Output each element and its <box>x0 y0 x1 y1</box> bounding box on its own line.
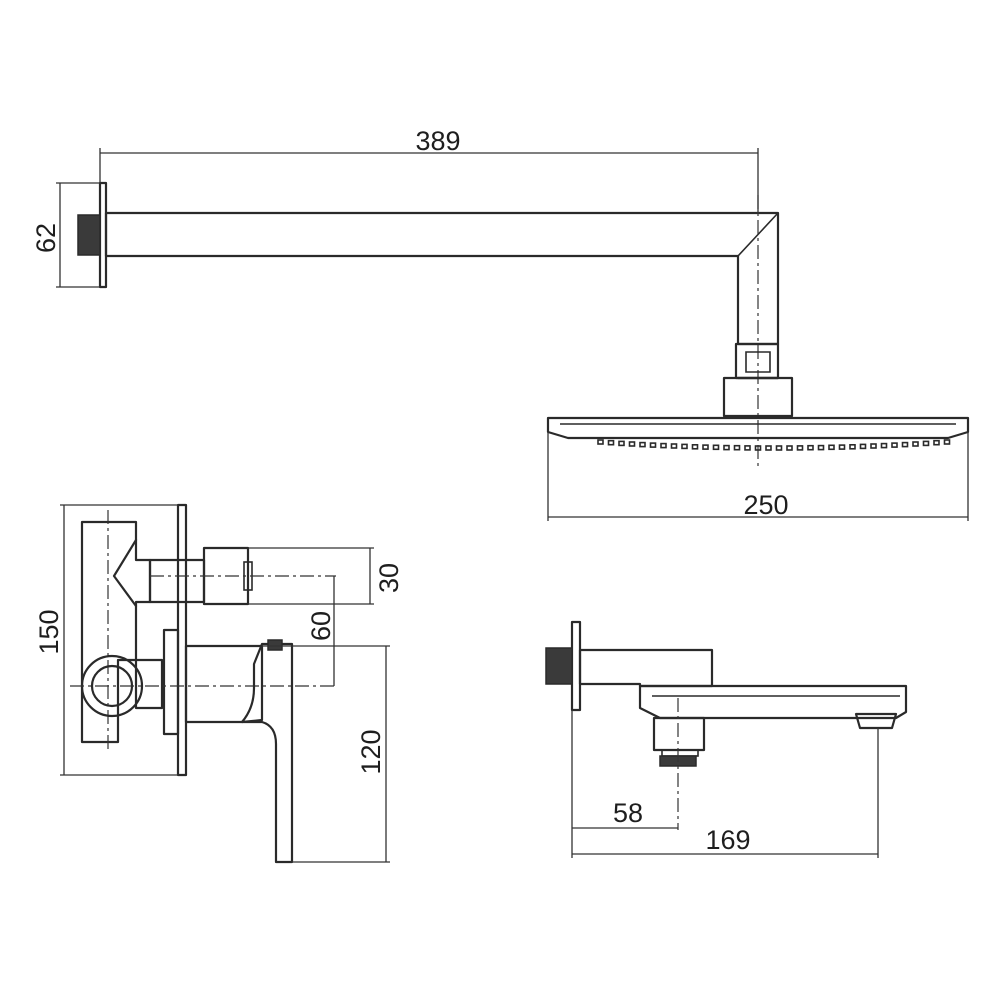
nozzle <box>807 444 814 451</box>
nozzle <box>754 445 762 451</box>
nozzle <box>628 441 636 447</box>
nozzle <box>901 441 909 448</box>
nozzle <box>723 444 730 451</box>
nozzle <box>702 444 709 450</box>
mixer-handle-body <box>184 644 264 724</box>
nozzle <box>649 442 657 448</box>
nozzle <box>828 444 835 451</box>
nozzle <box>891 442 898 448</box>
nozzle <box>849 443 856 450</box>
shower-arm-view: 389 62 250 <box>31 126 970 521</box>
dim-outlet-offset: 30 <box>374 563 404 593</box>
nozzle <box>733 444 741 451</box>
nozzle <box>765 445 772 451</box>
nozzle <box>712 444 720 451</box>
nozzle <box>607 439 615 446</box>
mixer-cartridge-plate <box>162 628 180 736</box>
mixer-lever-highlight <box>267 639 283 651</box>
spout-aerator <box>854 712 898 730</box>
rain-head-nozzles <box>597 439 951 451</box>
nozzle <box>838 444 846 450</box>
arm-wall-thread <box>77 214 101 256</box>
bath-spout-view: 58 169 <box>545 620 908 858</box>
spout-wall-thread <box>545 647 573 685</box>
nozzle <box>618 440 625 447</box>
spout-upper-body <box>578 648 714 688</box>
nozzle <box>597 439 604 445</box>
nozzle <box>859 443 867 450</box>
nozzle <box>681 443 688 450</box>
dim-flange-height: 62 <box>31 223 61 253</box>
head-connector <box>734 342 780 380</box>
mixer-diverter-cone <box>112 538 138 608</box>
mixer-inlet-mount <box>134 658 164 710</box>
dim-lever-height: 120 <box>356 729 386 774</box>
nozzle <box>786 445 793 451</box>
nozzle <box>639 441 646 448</box>
mixer-valve-body <box>80 520 152 744</box>
nozzle <box>933 439 940 446</box>
nozzle <box>880 442 888 449</box>
dim-outlet-distance: 58 <box>613 798 643 828</box>
dim-center-offset: 60 <box>306 611 336 641</box>
concealed-mixer-view: 150 30 60 120 <box>34 503 404 864</box>
nozzle <box>796 445 804 451</box>
dim-arm-length: 389 <box>415 126 460 156</box>
nozzle <box>817 444 825 451</box>
dim-mixer-height: 150 <box>34 609 64 654</box>
shower-arm <box>104 211 780 346</box>
dim-spout-length: 169 <box>705 825 750 855</box>
nozzle <box>670 443 678 449</box>
nozzle <box>691 443 699 450</box>
mixer-lever <box>240 642 294 864</box>
nozzle <box>922 440 930 447</box>
arm-elbow-edge <box>737 212 779 257</box>
nozzle <box>775 445 783 451</box>
nozzle <box>870 443 877 449</box>
dim-head-width: 250 <box>743 490 788 520</box>
nozzle <box>744 445 751 451</box>
nozzle <box>660 442 667 449</box>
mixer-cover-plate <box>176 503 188 777</box>
head-connector-detail <box>745 351 771 373</box>
nozzle <box>912 441 919 447</box>
spout-diverter <box>652 716 706 752</box>
nozzle <box>943 439 951 445</box>
spout-wall-flange <box>570 620 582 712</box>
